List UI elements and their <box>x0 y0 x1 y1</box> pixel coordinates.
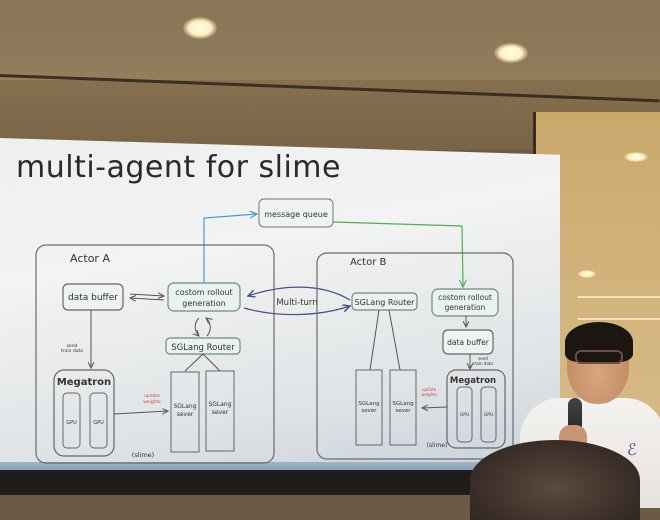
svg-text:weights: weights <box>143 399 161 405</box>
svg-text:update: update <box>144 393 160 399</box>
actor-b-megatron: Megatron GPU GPU <box>446 369 506 449</box>
svg-text:SGLang: SGLang <box>173 403 196 410</box>
svg-text:sever: sever <box>361 408 377 414</box>
svg-text:GPU: GPU <box>66 420 77 426</box>
svg-text:train data: train data <box>61 348 83 354</box>
svg-text:GPU: GPU <box>484 412 494 418</box>
actor-a-data-buffer: data buffer <box>62 283 124 311</box>
wall-light <box>624 152 648 162</box>
actor-b-router: SGLang Router <box>351 292 418 311</box>
actor-a-sglang-server-1: SGLang sever <box>170 371 200 453</box>
svg-text:train data: train data <box>473 361 493 366</box>
actor-b-slime-label: (slime) <box>427 442 448 449</box>
actor-b-sglang-server-1: SGLang sever <box>355 369 383 446</box>
svg-text:SGLang Router: SGLang Router <box>171 343 235 353</box>
wall-stripe <box>578 296 660 298</box>
wall-light <box>578 270 596 278</box>
audience-member-head <box>470 440 640 520</box>
multi-turn-connector: Multi-turn <box>243 286 350 316</box>
svg-text:sever: sever <box>395 408 411 414</box>
message-queue-node: message queue <box>258 198 334 228</box>
actor-a-label: Actor A <box>70 252 110 265</box>
actor-a-rollout: costom rollout generation <box>167 282 241 312</box>
actor-b-label: Actor B <box>350 257 386 268</box>
svg-text:GPU: GPU <box>460 412 470 418</box>
actor-a-router: SGLang Router <box>165 337 241 355</box>
svg-text:data buffer: data buffer <box>68 293 118 303</box>
wall-stripe <box>578 318 660 320</box>
actor-a-megatron: Megatron GPU GPU <box>53 369 115 457</box>
slide-title: multi-agent for slime <box>16 150 341 185</box>
svg-text:costom rollout: costom rollout <box>438 293 492 302</box>
svg-text:SGLang: SGLang <box>208 401 231 408</box>
svg-text:Megatron: Megatron <box>57 377 111 388</box>
actor-b-container: Actor B SGLang Router costom rollout gen… <box>316 252 514 460</box>
svg-text:sever: sever <box>177 411 194 418</box>
multi-turn-label: Multi-turn <box>276 298 317 308</box>
actor-a-slime-label: (slime) <box>132 451 154 459</box>
svg-text:generation: generation <box>182 299 226 308</box>
svg-text:update: update <box>422 387 437 392</box>
rollout-to-queue-arrow <box>203 214 257 285</box>
actor-b-data-buffer: data buffer <box>442 329 494 355</box>
message-queue-label: message queue <box>264 210 328 219</box>
svg-text:SGLang Router: SGLang Router <box>355 298 416 307</box>
svg-text:SGLang: SGLang <box>358 401 379 407</box>
actor-b-rollout: costom rollout generation <box>431 288 499 317</box>
svg-text:GPU: GPU <box>93 420 104 426</box>
ceiling-light <box>183 17 217 39</box>
actor-b-sglang-server-2: SGLang sever <box>389 369 417 446</box>
svg-text:send: send <box>478 356 488 361</box>
glasses-icon <box>575 350 623 364</box>
ceiling-light <box>494 43 528 63</box>
svg-text:weights: weights <box>421 392 437 397</box>
svg-text:Megatron: Megatron <box>450 376 496 386</box>
architecture-diagram: message queue Actor A data buffer costom… <box>35 198 514 464</box>
actor-a-sglang-server-2: SGLang sever <box>205 370 235 452</box>
actor-a-container: Actor A data buffer costom rollout gener… <box>35 244 275 464</box>
svg-text:costom rollout: costom rollout <box>175 288 232 297</box>
svg-text:data buffer: data buffer <box>447 338 490 347</box>
shirt-logo-icon: ℰ <box>627 440 637 459</box>
svg-text:SGLang: SGLang <box>392 401 413 407</box>
svg-text:send: send <box>67 343 78 349</box>
svg-text:generation: generation <box>445 303 486 312</box>
queue-to-rollout-arrow <box>332 221 463 287</box>
svg-text:sever: sever <box>212 409 229 416</box>
